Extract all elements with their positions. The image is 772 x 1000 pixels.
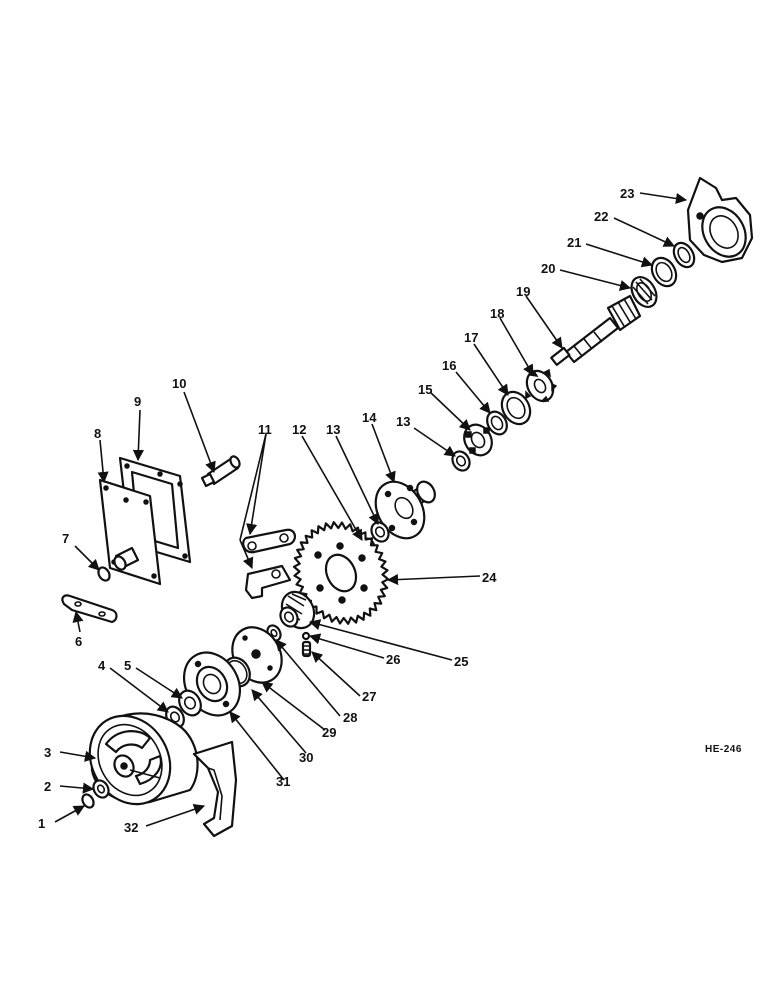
part-14-hub bbox=[374, 480, 436, 540]
callout-10: 10 bbox=[172, 376, 186, 391]
part-27-spring bbox=[301, 640, 312, 658]
callout-17: 17 bbox=[464, 330, 478, 345]
callout-9: 9 bbox=[134, 394, 141, 409]
part-2-washer bbox=[92, 779, 110, 799]
callout-29: 29 bbox=[322, 725, 336, 740]
callout-2: 2 bbox=[44, 779, 51, 794]
callout-13-lower: 13 bbox=[326, 422, 340, 437]
part-19-pinion-shaft bbox=[550, 294, 642, 366]
part-10-pin bbox=[200, 455, 241, 488]
callout-31: 31 bbox=[276, 774, 290, 789]
callout-15: 15 bbox=[418, 382, 432, 397]
part-25-gear bbox=[279, 590, 316, 630]
callout-21: 21 bbox=[567, 235, 581, 250]
figure-code: HE-246 bbox=[705, 744, 742, 755]
callout-11: 11 bbox=[258, 422, 272, 437]
callout-18: 18 bbox=[490, 306, 504, 321]
callout-19: 19 bbox=[516, 284, 530, 299]
part-32-bracket bbox=[192, 740, 238, 838]
part-15-castle-nut bbox=[463, 423, 493, 457]
leader-lines bbox=[54, 192, 688, 827]
callout-5: 5 bbox=[124, 658, 131, 673]
part-7-o-ring bbox=[97, 566, 111, 582]
part-11-link-upper bbox=[242, 528, 296, 554]
callout-7: 7 bbox=[62, 531, 69, 546]
part-20-bearing-cone bbox=[630, 275, 658, 309]
part-26-ball bbox=[301, 631, 311, 641]
part-1-ring bbox=[81, 793, 95, 809]
part-22-ring bbox=[672, 241, 696, 269]
callout-8: 8 bbox=[94, 426, 101, 441]
part-8-cover-plate bbox=[98, 478, 162, 586]
callout-30: 30 bbox=[299, 750, 313, 765]
callout-4: 4 bbox=[98, 658, 106, 673]
part-3-pulley bbox=[88, 712, 199, 806]
part-21-bearing-cup bbox=[650, 256, 678, 288]
callout-27: 27 bbox=[362, 689, 376, 704]
callout-12: 12 bbox=[292, 422, 306, 437]
callout-6: 6 bbox=[75, 634, 82, 649]
callout-13-upper: 13 bbox=[396, 414, 410, 429]
callout-22: 22 bbox=[594, 209, 608, 224]
callout-1: 1 bbox=[38, 816, 45, 831]
part-11-link-lower bbox=[244, 564, 292, 600]
callout-32: 32 bbox=[124, 820, 138, 835]
callout-23: 23 bbox=[620, 186, 634, 201]
callout-28: 28 bbox=[343, 710, 357, 725]
part-5-bearing bbox=[178, 689, 202, 717]
callout-3: 3 bbox=[44, 745, 51, 760]
callout-25: 25 bbox=[454, 654, 468, 669]
part-6-strap bbox=[61, 594, 118, 624]
callout-20: 20 bbox=[541, 261, 555, 276]
callout-26: 26 bbox=[386, 652, 400, 667]
part-13-washer-upper bbox=[451, 450, 471, 472]
part-24-sprocket bbox=[292, 521, 390, 625]
callout-14: 14 bbox=[362, 410, 377, 425]
callout-labels: 1 2 3 4 5 6 7 8 9 10 11 12 13 13 14 15 1… bbox=[38, 186, 742, 835]
part-23-housing bbox=[686, 176, 754, 264]
callout-24: 24 bbox=[482, 570, 497, 585]
callout-16: 16 bbox=[442, 358, 456, 373]
